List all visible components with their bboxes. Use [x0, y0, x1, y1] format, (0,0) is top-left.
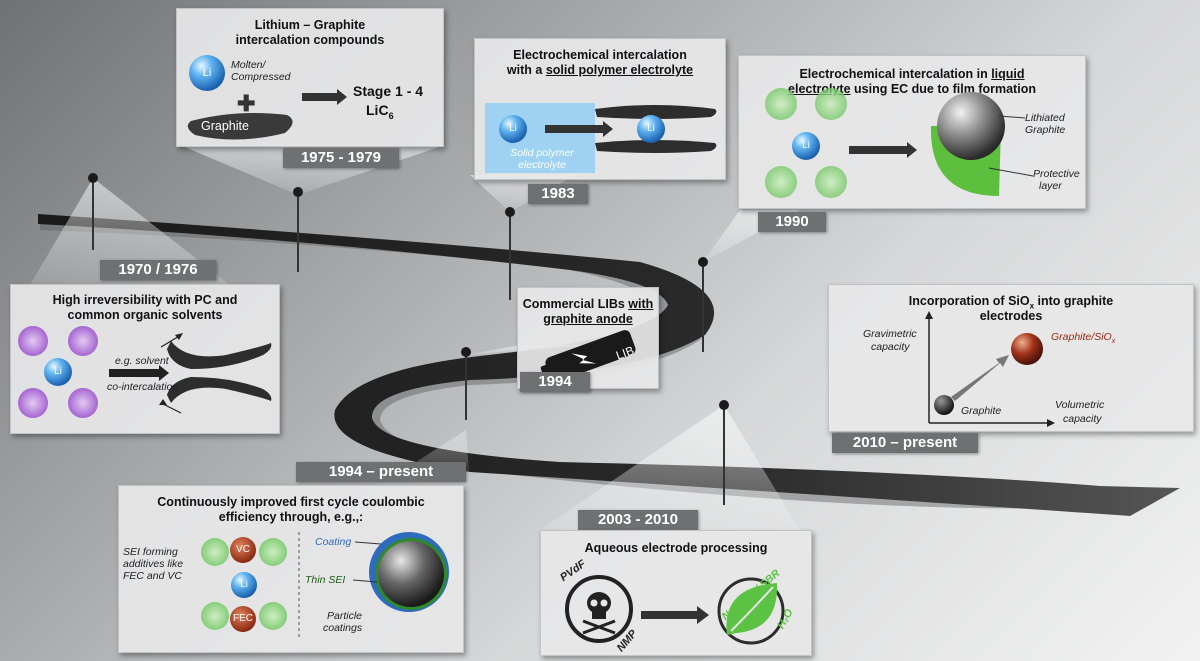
gravimetric-label-1: Gravimetric — [863, 328, 917, 340]
lithiated-label-2: Graphite — [1025, 124, 1066, 136]
panel-1990-title-1: Electrochemical intercalation in liquid — [799, 67, 1025, 81]
processing-graphic — [565, 575, 785, 645]
fec-label: FEC — [233, 613, 253, 624]
intercalation-arrow — [545, 105, 717, 153]
volumetric-label-1: Volumetric — [1055, 399, 1105, 411]
graphite-point-label: Graphite — [961, 405, 1002, 417]
date-1990: 1990 — [758, 212, 826, 232]
gravimetric-label-2: capacity — [871, 341, 910, 353]
lithium-ion-ball: Li — [231, 572, 257, 598]
panel-2003-title: Aqueous electrode processing — [584, 541, 768, 555]
panel-1975-title-1: Lithium – Graphite — [254, 18, 366, 32]
lithium-ion-intercalated: Li — [637, 115, 665, 143]
lithium-ion-ball: Li — [499, 115, 527, 143]
cointercalation-label-1: e.g. solvent — [115, 355, 169, 367]
graphite-label: Graphite — [201, 119, 249, 133]
coating-label: Coating — [315, 536, 352, 548]
sei-label-3: FEC and VC — [123, 570, 182, 582]
lithium-ball: Li — [189, 55, 225, 91]
protective-label-2: layer — [1039, 180, 1062, 192]
sei-label-2: additives like — [123, 558, 184, 570]
svg-text:✚: ✚ — [237, 91, 255, 116]
panel-1994-present: Continuously improved first cycle coulom… — [118, 485, 464, 653]
ec-solvation-shell — [765, 88, 1034, 198]
molten-label-2: Compressed — [231, 71, 291, 83]
panel-1970-title-1: High irreversibility with PC and — [52, 293, 238, 307]
sei-label-1: SEI forming — [123, 546, 178, 558]
panel-2010-title-2: electrodes — [979, 309, 1043, 323]
date-1994-present: 1994 – present — [296, 462, 466, 482]
date-1983: 1983 — [528, 184, 588, 204]
date-2010: 2010 – present — [832, 433, 978, 453]
panel-1983-title-2: with a solid polymer electrolyte — [506, 63, 694, 77]
vc-label: VC — [236, 544, 250, 555]
protective-label-1: Protective — [1033, 168, 1080, 180]
spe-label-1: Solid polymer — [510, 147, 574, 159]
panel-1975-title-2: intercalation compounds — [235, 33, 385, 47]
panel-2003: Aqueous electrode processing PVdF NMP Na… — [540, 530, 812, 656]
panel-1975: Lithium – Graphite intercalation compoun… — [176, 8, 444, 147]
date-1994: 1994 — [520, 372, 590, 392]
panel-2010: Incorporation of SiOx into graphite elec… — [828, 284, 1194, 432]
graphite-flake: ✚ — [187, 89, 347, 140]
particle-label-1: Particle — [327, 610, 363, 622]
cointercalation-label-2: co-intercalation — [107, 381, 179, 393]
panel-2010-title-1: Incorporation of SiOx into graphite — [908, 294, 1114, 311]
molten-label-1: Molten/ — [231, 59, 266, 71]
lithium-ion-ball: Li — [792, 132, 820, 160]
panel-1994p-title-2: efficiency through, e.g.,: — [218, 510, 364, 524]
particle-label-2: coatings — [323, 622, 363, 634]
lic6-label: LiC6 — [366, 102, 394, 121]
thin-sei-label: Thin SEI — [305, 574, 346, 586]
panel-1983: Electrochemical intercalation with a sol… — [474, 38, 726, 180]
date-2003: 2003 - 2010 — [578, 510, 698, 530]
panel-1970: High irreversibility with PC and common … — [10, 284, 280, 434]
pc-solvation-shell — [18, 326, 272, 418]
capacity-plot — [925, 311, 1055, 427]
additive-shell — [201, 532, 449, 638]
panel-1994-title-2: graphite anode — [543, 312, 633, 326]
panel-1990: Electrochemical intercalation in liquid … — [738, 55, 1086, 209]
pins — [92, 178, 725, 505]
panel-1994-title-1: Commercial LIBs with — [522, 297, 654, 311]
spe-label-2: electrolyte — [518, 159, 566, 171]
stage-label: Stage 1 - 4 — [353, 83, 424, 99]
volumetric-label-2: capacity — [1063, 413, 1102, 425]
lithiated-label-1: Lithiated — [1025, 112, 1065, 124]
panel-1994p-title-1: Continuously improved first cycle coulom… — [157, 495, 425, 509]
date-1970: 1970 / 1976 — [100, 260, 216, 280]
date-1975: 1975 - 1979 — [283, 148, 399, 168]
panel-1970-title-2: common organic solvents — [67, 308, 223, 322]
panel-1983-title-1: Electrochemical intercalation — [513, 48, 687, 62]
graphite-siox-label: Graphite/SiOx — [1051, 331, 1116, 346]
lithium-ion-ball: Li — [44, 358, 72, 386]
